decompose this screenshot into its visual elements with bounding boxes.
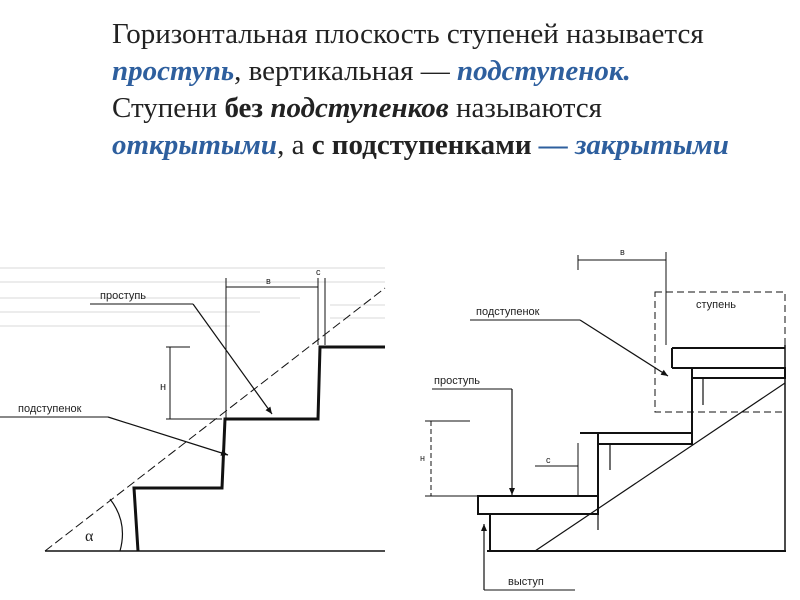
right-diagram-closed-stairs: ступень в подступенок проступь н с [420, 247, 786, 591]
term-podstupenok: подступенок. [457, 55, 631, 88]
stringer [534, 382, 786, 552]
label-c: с [316, 267, 321, 277]
stair-profile [132, 345, 385, 552]
left-diagram-open-stairs: α н в с проступь подступенок [0, 267, 386, 552]
text-bold-risers: подступенков [270, 92, 449, 125]
label-c-right: с [546, 455, 551, 465]
term-open: открытыми [112, 129, 278, 162]
label-b-right: в [620, 247, 625, 257]
text-run: Горизонтальная плоскость ступеней называ… [112, 18, 704, 50]
label-stupen: ступень [696, 299, 736, 311]
text-bold-with-risers: с подступенками [311, 129, 532, 162]
label-prostup-right: проступь [434, 375, 480, 387]
label-alpha: α [85, 528, 94, 545]
label-prostup: проступь [100, 290, 146, 302]
step-3 [672, 367, 786, 379]
label-h: н [160, 381, 166, 393]
label-podstupenok-right: подступенок [476, 306, 540, 318]
slide-text: Горизонтальная плоскость ступеней называ… [112, 16, 772, 164]
label-podstupenok: подступенок [18, 403, 82, 415]
label-vystup: выступ [508, 576, 544, 588]
text-run: Ступени [112, 92, 225, 125]
term-closed: — закрытыми [538, 129, 729, 162]
step-2 [580, 432, 693, 445]
text-bold-without: без [224, 92, 264, 125]
step-outline [654, 291, 786, 413]
label-h-right: н [420, 453, 425, 463]
term-prostup: проступь [112, 55, 235, 88]
step-1 [477, 433, 599, 515]
text-run: , а [277, 129, 312, 162]
text-run: , вертикальная — [234, 55, 458, 88]
paragraph-definition: Горизонтальная плоскость ступеней называ… [112, 16, 772, 90]
label-b: в [266, 276, 271, 286]
angle-arc [109, 498, 123, 552]
paragraph-types: Ступени без подступенков называются откр… [112, 90, 772, 164]
scan-texture [0, 267, 385, 327]
text-run: называются [448, 92, 603, 125]
